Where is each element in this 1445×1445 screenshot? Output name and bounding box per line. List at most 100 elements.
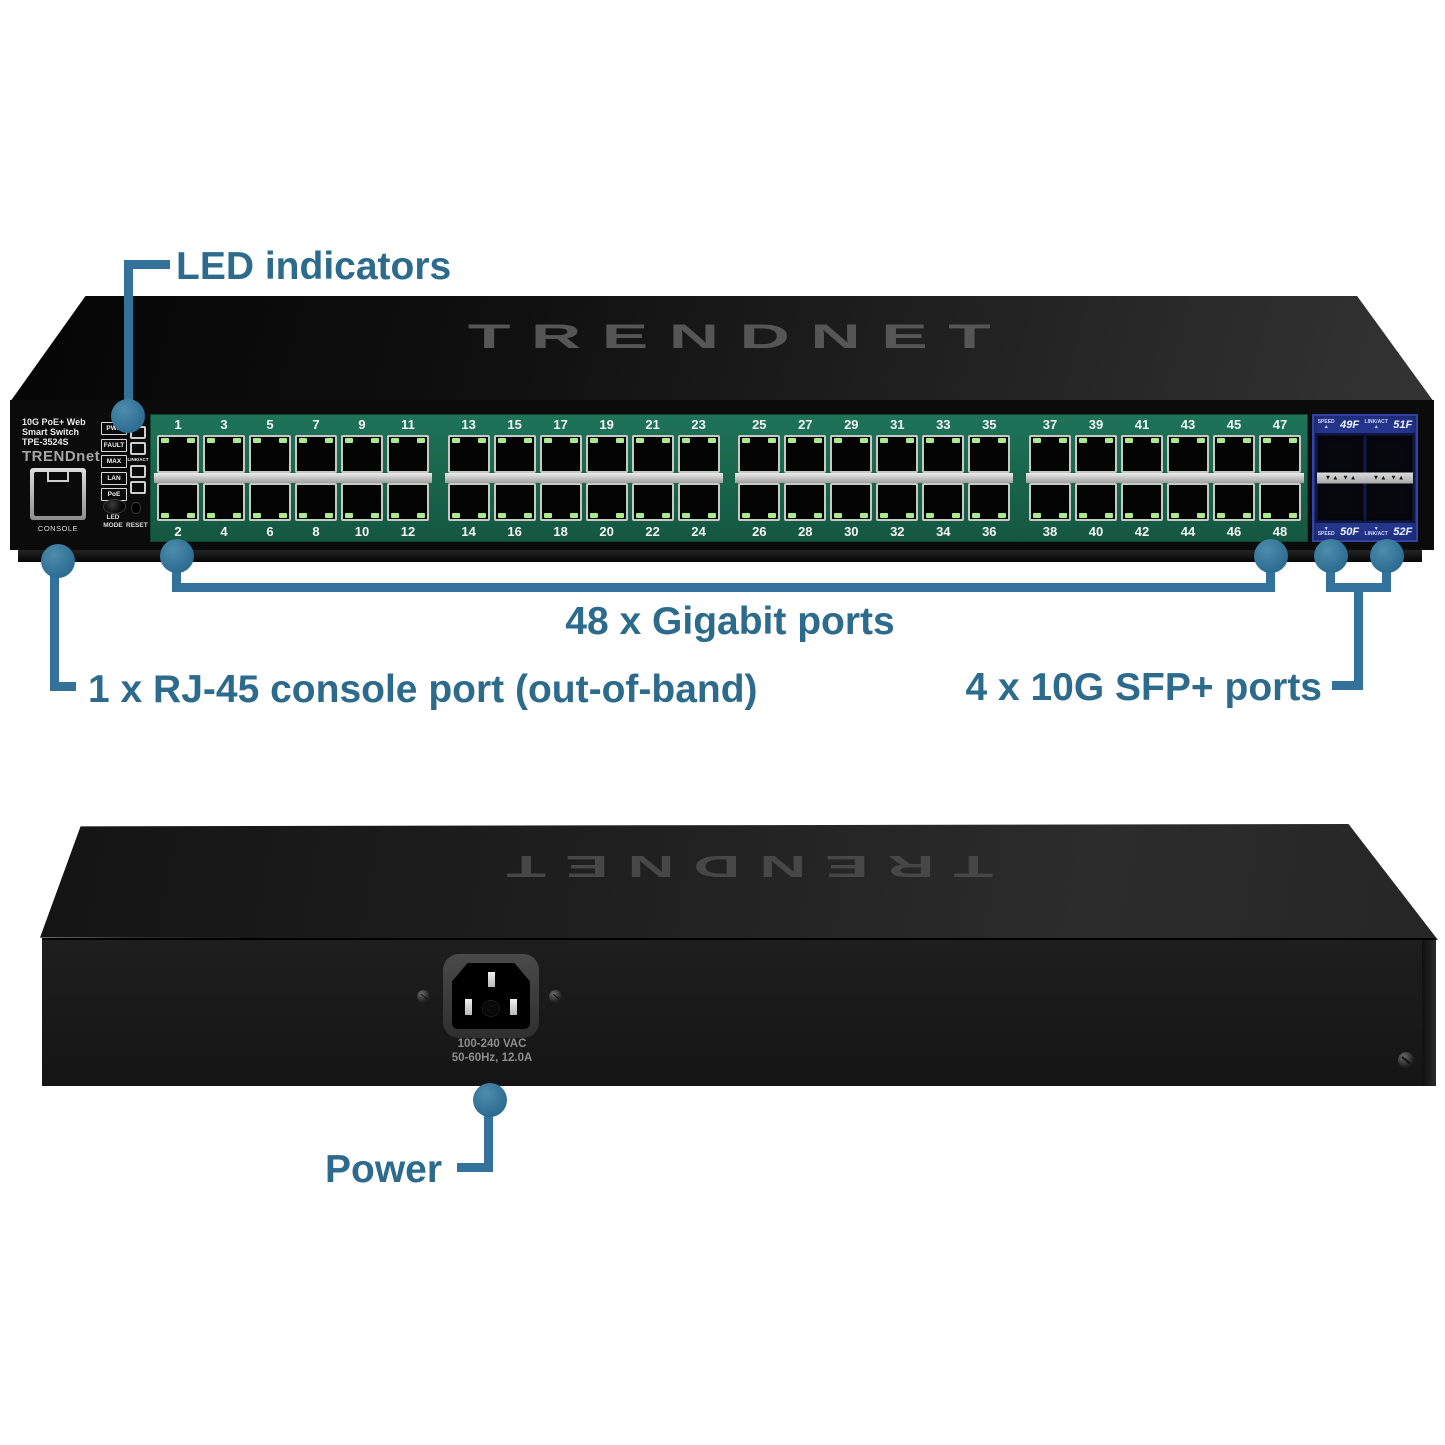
- sfp-panel: SPEED▲ 49F LINK/ACT▲ 51F ▼▲ ▼▲▼▲ ▼▲ ▼SPE…: [1312, 414, 1418, 542]
- port-shield-strip: [919, 473, 968, 483]
- rj45-port-pair: [444, 435, 493, 521]
- callout-line-sfp: [1382, 556, 1391, 592]
- port-shield-strip: [674, 473, 723, 483]
- screw-icon: [549, 990, 562, 1003]
- rj45-port: [784, 435, 827, 473]
- callout-line-gigabit: [1266, 556, 1275, 592]
- callout-line-gigabit: [172, 556, 181, 592]
- port-number-label: 27: [798, 417, 813, 432]
- sfp-linkact-label: LINK/ACT▲: [1364, 418, 1388, 430]
- callout-line-power: [484, 1100, 493, 1172]
- rj45-port-pair: [1117, 435, 1166, 521]
- rj45-port-pair: [1025, 435, 1074, 521]
- rj45-port: [738, 483, 781, 521]
- rj45-port-pair: [384, 435, 432, 521]
- rj45-port-pair: [1163, 435, 1212, 521]
- callout-dot-sfp50: [1314, 539, 1348, 573]
- trendnet-panel-logo: TRENDnet: [22, 448, 101, 465]
- rj45-port-pair: [1255, 435, 1304, 521]
- port-shield-strip: [154, 473, 202, 483]
- callout-dot-power: [473, 1083, 507, 1117]
- front-chassis-bottom-lip: [18, 550, 1422, 562]
- rj45-port: [677, 483, 720, 521]
- callout-dot-port2: [160, 539, 194, 573]
- port-number-label: 44: [1180, 524, 1196, 539]
- rj45-port-pair: [781, 435, 830, 521]
- power-pin: [488, 972, 495, 987]
- sfp-cage-50: [1317, 479, 1364, 521]
- callout-dot-port48: [1254, 539, 1288, 573]
- port-number-label: 26: [752, 524, 767, 539]
- rj45-port: [830, 435, 873, 473]
- port-shield-strip: [735, 473, 784, 483]
- port-shield-strip: [338, 473, 386, 483]
- callout-line-sfp: [1326, 556, 1335, 592]
- annotation-led-indicators: LED indicators: [176, 245, 452, 288]
- port-number-label: 45: [1226, 417, 1242, 432]
- port-number-label: 20: [599, 524, 614, 539]
- port-number-label: 30: [844, 524, 859, 539]
- sfp-speed-label: ▼SPEED: [1317, 525, 1335, 537]
- rj45-port: [968, 435, 1011, 473]
- rj45-port: [493, 483, 536, 521]
- console-label: CONSOLE: [37, 524, 79, 533]
- port-shield-strip: [1117, 473, 1166, 483]
- port-number-label: 21: [645, 417, 660, 432]
- front-chassis-top-face: TRENDNET: [10, 296, 1434, 402]
- annotation-sfp-ports: 4 x 10G SFP+ ports: [965, 666, 1322, 709]
- sfp-bottom-labels: ▼SPEED 50F ▼LINK/ACT 52F: [1315, 523, 1415, 540]
- rj45-port: [157, 435, 199, 473]
- port-shield-strip: [1163, 473, 1212, 483]
- sfp-cage-51: [1366, 435, 1413, 477]
- rj45-port-pair: [735, 435, 784, 521]
- reset-button: [131, 502, 141, 514]
- sfp-speed-label: SPEED▲: [1317, 418, 1335, 430]
- rj45-port: [249, 435, 291, 473]
- console-rj45-port: [30, 468, 86, 520]
- sfp-top-labels: SPEED▲ 49F LINK/ACT▲ 51F: [1315, 416, 1415, 433]
- port-shield-strip: [1025, 473, 1074, 483]
- rj45-port: [341, 483, 383, 521]
- sfp-latch-strip: ▼▲ ▼▲▼▲ ▼▲: [1317, 472, 1413, 484]
- led-mode-icons: LINK/ACT: [127, 424, 149, 495]
- rj45-port: [447, 435, 490, 473]
- port-number-label: 23: [691, 417, 706, 432]
- trendnet-top-logo: TRENDNET: [468, 318, 1012, 356]
- port-shield-strip: [444, 473, 493, 483]
- port-number-label: 17: [553, 417, 568, 432]
- callout-line-led: [128, 260, 170, 269]
- sfp-cage-52: [1366, 479, 1413, 521]
- port-number-label: 48: [1272, 524, 1288, 539]
- port-number-label: 36: [982, 524, 997, 539]
- port-number-label: 41: [1134, 417, 1150, 432]
- led-label-poe: PoE: [101, 488, 127, 501]
- port-shield-strip: [490, 473, 539, 483]
- callout-dot-led: [111, 399, 145, 433]
- port-number-label: 40: [1088, 524, 1104, 539]
- callout-line-power: [457, 1163, 493, 1172]
- rj45-port: [493, 435, 536, 473]
- port-number-label: 38: [1042, 524, 1058, 539]
- screw-icon: [1398, 1052, 1414, 1068]
- rj45-port: [1074, 435, 1117, 473]
- callout-line-led: [124, 260, 133, 418]
- rj45-port: [876, 483, 919, 521]
- rj45-port: [585, 435, 628, 473]
- port-number-label: 24: [691, 524, 706, 539]
- rj45-port: [1166, 483, 1209, 521]
- port-number-label: 10: [354, 524, 370, 539]
- screw-icon: [417, 990, 430, 1003]
- port-group: [154, 435, 432, 521]
- port-number-label: 2: [174, 524, 182, 539]
- rj45-port: [1212, 483, 1255, 521]
- port-number-label: 25: [752, 417, 767, 432]
- port-shield-strip: [200, 473, 248, 483]
- rj45-port-pair: [674, 435, 723, 521]
